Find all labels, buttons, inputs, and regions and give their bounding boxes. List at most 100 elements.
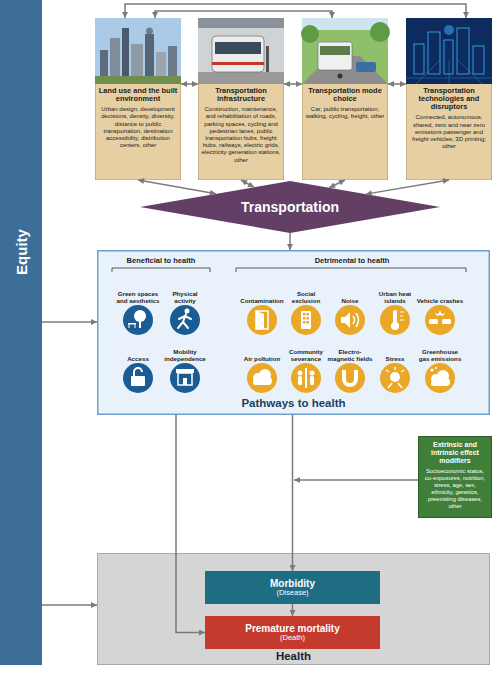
icon-label: Contamination — [238, 280, 286, 304]
icon-circle — [122, 362, 154, 394]
pathway-glyph — [431, 374, 441, 384]
digital-city-photo — [414, 44, 424, 74]
pathway-glyph — [183, 378, 187, 385]
icon-circle — [290, 362, 322, 394]
box-body: Construction, maintenance, and rehabilit… — [201, 106, 281, 164]
digital-city-photo — [406, 18, 492, 84]
digital-city-photo — [473, 46, 484, 74]
flow-arrow — [329, 180, 345, 188]
skyline-photo — [100, 50, 108, 84]
pathway-glyph — [431, 367, 451, 386]
group-heading: Beneficial to health — [105, 256, 217, 265]
icon-circle — [380, 305, 410, 335]
box-heading: Extrinsic and intrinsic effect modifiers — [422, 441, 488, 465]
group-heading: Detrimental to health — [227, 256, 477, 265]
street-photo — [301, 25, 319, 43]
icon-label: Vehicle crashes — [416, 280, 464, 304]
icon-circle — [424, 362, 456, 394]
icon-circle — [334, 304, 366, 336]
pathway-glyph — [298, 376, 302, 385]
digital-city-photo — [457, 28, 469, 74]
icon-circle — [122, 304, 154, 336]
icon-label: Social exclusion — [282, 280, 330, 304]
icon-label: Noise — [326, 280, 374, 304]
pathway-glyph — [139, 320, 141, 328]
diamond-label: Transportation — [241, 199, 339, 215]
pathway-glyph — [442, 378, 450, 386]
icon-label: Urban heat islands — [371, 280, 419, 304]
flow-arrow — [388, 83, 406, 85]
flow-arrow — [289, 233, 291, 250]
flow-arrow — [292, 604, 294, 616]
pathway-glyph — [298, 368, 315, 388]
street-photo — [302, 18, 388, 84]
icon-label: Mobility independence — [161, 338, 209, 362]
street-photo — [356, 62, 376, 72]
skyline-photo — [122, 28, 129, 84]
icon-circle — [335, 363, 365, 393]
street-photo — [320, 46, 350, 55]
pathway-glyph — [134, 368, 142, 376]
pathway-icon: Greenhouse gas emissions — [416, 338, 464, 394]
outcome-note: (Death) — [280, 634, 305, 643]
pathway-glyph — [344, 370, 356, 385]
icon-label: Stress — [371, 338, 419, 362]
pathway-icon: Air pollution — [238, 338, 286, 394]
group-bracket — [112, 268, 466, 272]
skyline-photo — [145, 34, 154, 84]
determinant-box: Transportation mode choiceCar, public tr… — [302, 18, 388, 180]
pathway-glyph — [134, 310, 146, 322]
pathways-box: Beneficial to health Detrimental to healt… — [97, 250, 490, 415]
box-body: Car, public transportation, walking, cyc… — [305, 106, 385, 120]
pathway-glyph — [310, 376, 314, 385]
icon-label: Community severance — [282, 338, 330, 362]
determinant-box: Land use and the built environmentUrban … — [95, 18, 181, 180]
street-photo — [302, 18, 388, 30]
icon-circle — [380, 363, 410, 393]
pathway-glyph — [431, 369, 434, 372]
pathway-glyph — [400, 312, 404, 320]
pathway-glyph — [176, 369, 194, 373]
tram-photo — [266, 46, 269, 72]
pathway-glyph — [390, 372, 400, 382]
icon-circle — [246, 304, 278, 336]
pathway-icon: Physical activity — [161, 280, 209, 336]
icon-label: Greenhouse gas emissions — [416, 338, 464, 362]
icon-circle — [170, 363, 200, 393]
icon-circle — [246, 362, 278, 394]
icon-circle — [247, 363, 277, 393]
flow-arrow — [125, 4, 466, 18]
pathway-glyph — [307, 321, 310, 324]
street-photo — [301, 18, 390, 84]
pathway-glyph — [253, 373, 263, 383]
box-body: Connected, autonomous, shared, zero and … — [409, 114, 489, 150]
band-label: Equity — [13, 229, 30, 275]
box-heading: Transportation technologies and disrupto… — [409, 87, 489, 111]
skyline-photo — [168, 46, 177, 84]
pathway-glyph — [344, 370, 356, 385]
pathway-glyph — [256, 311, 268, 329]
street-photo — [338, 74, 343, 79]
flow-arrow — [42, 604, 97, 606]
icon-label: Air pollution — [238, 338, 286, 362]
outcome-heading: Premature mortality — [245, 623, 339, 634]
pathway-icon: Vehicle crashes — [416, 280, 464, 336]
pathway-glyph — [310, 371, 315, 376]
group-bracket — [236, 268, 466, 272]
determinant-box: Transportation technologies and disrupto… — [406, 18, 492, 180]
pathway-glyph — [264, 377, 272, 385]
modifier-box: Extrinsic and intrinsic effect modifiers… — [418, 436, 492, 518]
box-title: Health — [97, 650, 490, 662]
pathway-glyph — [429, 319, 438, 324]
flow-arrow — [366, 180, 449, 194]
tram-photo — [215, 42, 261, 54]
pathway-icon: Urban heat islands — [371, 280, 419, 336]
pathway-glyph — [135, 324, 136, 328]
skyline-photo — [146, 28, 153, 35]
skyline-photo — [95, 18, 181, 84]
pathway-glyph — [128, 310, 146, 328]
digital-city-photo — [406, 60, 492, 84]
box-heading: Transportation mode choice — [305, 87, 385, 103]
pathway-icon: Stress — [371, 338, 419, 394]
